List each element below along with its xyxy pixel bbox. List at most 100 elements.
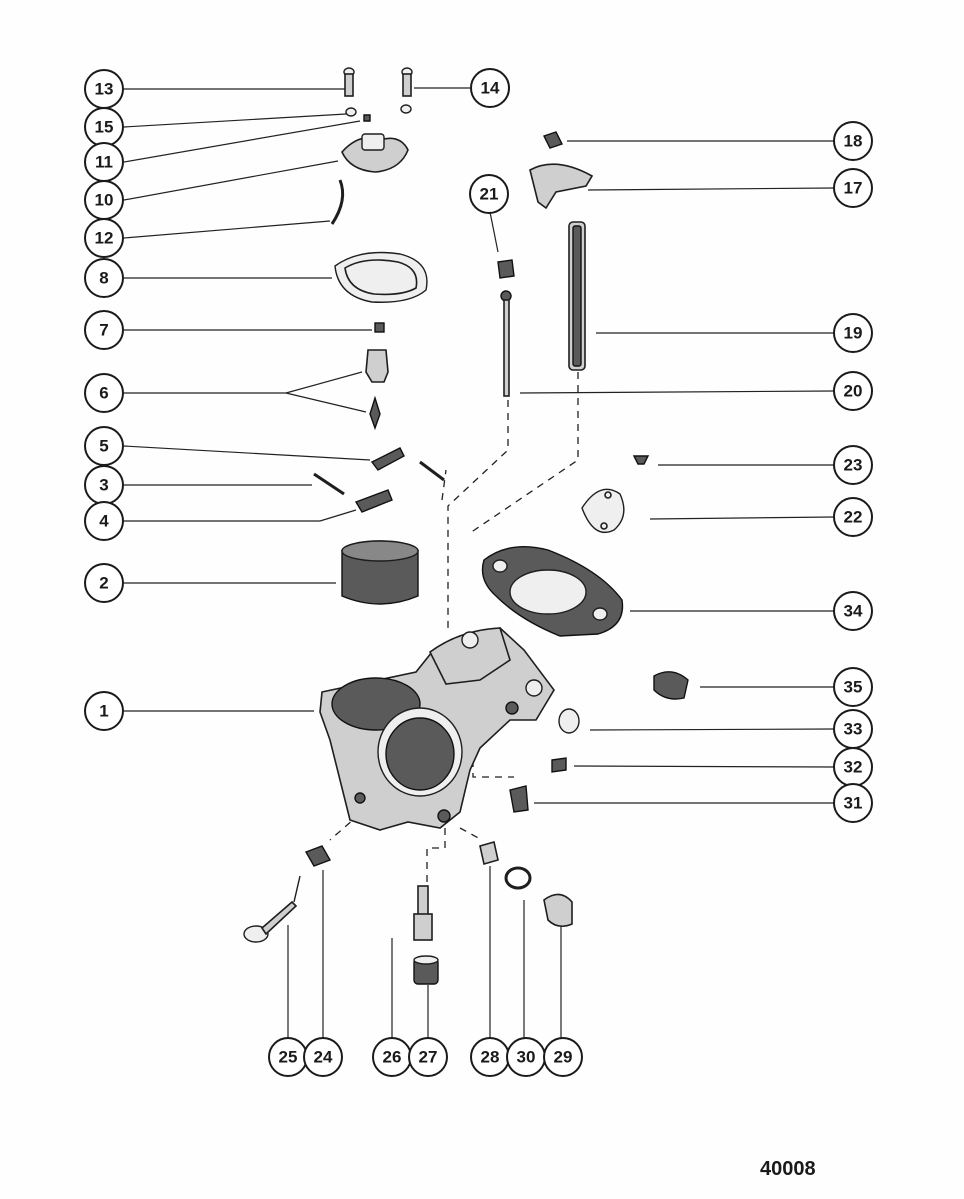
svg-text:20: 20 [844, 382, 863, 401]
svg-text:33: 33 [844, 720, 863, 739]
callout-20: 20 [833, 371, 873, 411]
svg-text:10: 10 [95, 191, 114, 210]
leader-lines [123, 87, 835, 1040]
rod-20 [500, 290, 512, 397]
svg-text:3: 3 [99, 476, 108, 495]
figure-number: 40008 [760, 1158, 816, 1180]
callout-3: 3 [84, 465, 124, 505]
callout-29: 29 [543, 1037, 583, 1077]
svg-text:11: 11 [95, 153, 113, 172]
callout-7: 7 [84, 310, 124, 350]
svg-text:30: 30 [517, 1048, 536, 1067]
callout-17: 17 [833, 168, 873, 208]
needle-25 [243, 875, 301, 943]
callout-6: 6 [84, 373, 124, 413]
leader-33 [589, 728, 835, 731]
dash-main-vertical [447, 400, 509, 632]
screw-13 [343, 67, 355, 97]
svg-text:32: 32 [844, 758, 863, 777]
leader-21 [489, 211, 499, 253]
svg-text:15: 15 [95, 118, 114, 137]
bracket-35 [653, 671, 689, 700]
svg-text:22: 22 [844, 508, 863, 527]
svg-text:12: 12 [95, 229, 114, 248]
svg-text:8: 8 [99, 269, 108, 288]
callout-25: 25 [268, 1037, 308, 1077]
svg-text:19: 19 [844, 324, 863, 343]
callout-15: 15 [84, 107, 124, 147]
nut-27 [413, 955, 439, 985]
leader-17 [587, 187, 835, 191]
callout-14: 14 [470, 68, 510, 108]
leader-11 [123, 120, 361, 163]
svg-text:2: 2 [99, 574, 108, 593]
lever-17 [529, 163, 594, 210]
gasket-12 [330, 179, 345, 225]
svg-text:1: 1 [99, 702, 108, 721]
screw-32 [551, 757, 567, 773]
svg-text:13: 13 [95, 80, 114, 99]
svg-text:34: 34 [844, 602, 863, 621]
callout-33: 33 [833, 709, 873, 749]
leader-4a [319, 509, 357, 522]
callout-21: 21 [469, 174, 509, 214]
spring-21 [497, 259, 515, 279]
jet-26 [413, 885, 433, 941]
screw-11 [363, 114, 371, 122]
callout-8: 8 [84, 258, 124, 298]
jet-31 [509, 785, 529, 813]
cover-10 [341, 133, 409, 173]
svg-text:28: 28 [481, 1048, 500, 1067]
svg-text:29: 29 [554, 1048, 573, 1067]
callout-13: 13 [84, 69, 124, 109]
screw-28 [479, 840, 499, 866]
svg-text:21: 21 [480, 185, 499, 204]
callout-26: 26 [372, 1037, 412, 1077]
plug-29 [543, 893, 573, 928]
callout-19: 19 [833, 313, 873, 353]
callout-11: 11 [84, 142, 124, 182]
dash-right-bottom [459, 827, 483, 841]
carburetor-body-1 [319, 627, 555, 831]
callout-1: 1 [84, 691, 124, 731]
shaft-19 [568, 221, 586, 371]
callout-12: 12 [84, 218, 124, 258]
svg-text:26: 26 [383, 1048, 402, 1067]
gasket-8 [334, 251, 428, 303]
svg-text:18: 18 [844, 132, 863, 151]
assembly-dash-lines [329, 372, 579, 890]
gasket-34 [481, 545, 624, 637]
leader-6b [285, 392, 367, 413]
float-arm-5 [370, 447, 445, 482]
svg-text:4: 4 [99, 512, 109, 531]
washer-30 [504, 866, 532, 890]
leader-22 [649, 516, 835, 520]
dash-left-lower [329, 804, 371, 841]
svg-text:7: 7 [99, 321, 108, 340]
callout-28: 28 [470, 1037, 510, 1077]
svg-text:35: 35 [844, 678, 863, 697]
callout-31: 31 [833, 783, 873, 823]
seat-7 [374, 322, 385, 333]
callout-18: 18 [833, 121, 873, 161]
leader-6a [285, 371, 363, 394]
callout-24: 24 [303, 1037, 343, 1077]
float-4 [354, 489, 393, 513]
svg-text:24: 24 [314, 1048, 333, 1067]
washer-15b [400, 104, 412, 114]
svg-text:5: 5 [99, 437, 108, 456]
leader-15 [123, 113, 347, 128]
svg-text:6: 6 [99, 384, 108, 403]
svg-text:25: 25 [279, 1048, 298, 1067]
callout-10: 10 [84, 180, 124, 220]
callout-22: 22 [833, 497, 873, 537]
pin-3 [313, 472, 345, 496]
callout-5: 5 [84, 426, 124, 466]
leader-5 [123, 445, 371, 461]
dash-right-vertical [469, 372, 579, 534]
svg-text:14: 14 [481, 79, 500, 98]
svg-text:23: 23 [844, 456, 863, 475]
float-2 [341, 540, 419, 605]
callout-34: 34 [833, 591, 873, 631]
